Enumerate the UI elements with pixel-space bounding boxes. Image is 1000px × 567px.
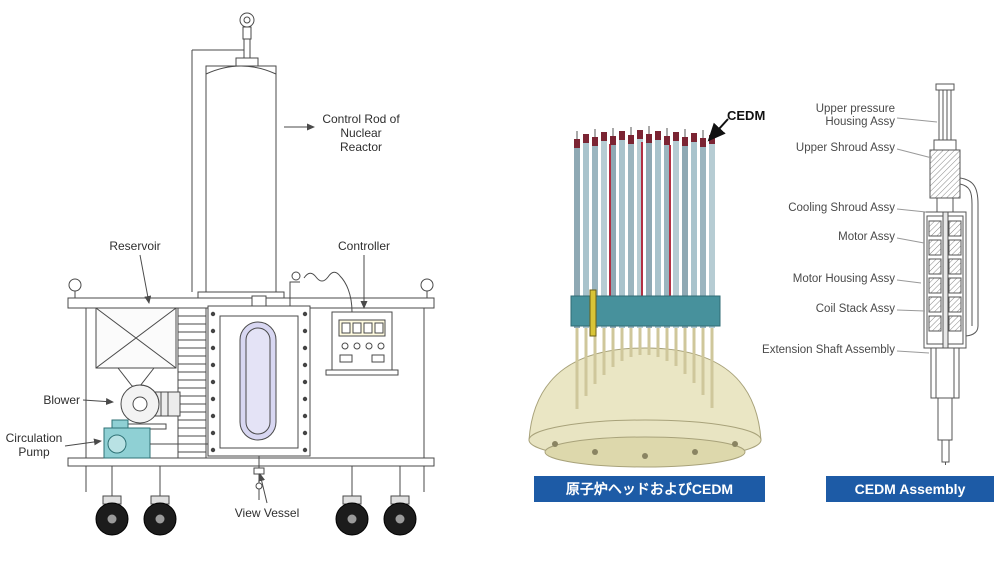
label-coil-stack: Coil Stack Assy xyxy=(815,303,895,315)
bellows-column xyxy=(177,307,207,459)
view-vessel-drawing xyxy=(207,271,353,500)
upper-shroud xyxy=(929,149,961,199)
caption-reactor-head: 原子炉ヘッドおよびCEDM xyxy=(534,476,765,502)
label-control-rod: Control Rod of Nuclear Reactor xyxy=(322,112,400,154)
controller-box xyxy=(325,311,399,376)
yellow-marker-rod xyxy=(589,289,597,337)
label-upper-pressure-housing: Upper pressure Housing Assy xyxy=(815,103,895,128)
caster-wheels xyxy=(95,495,417,536)
red-control-rods xyxy=(609,142,671,300)
label-controller: Controller xyxy=(337,239,391,253)
label-cooling-shroud: Cooling Shroud Assy xyxy=(788,202,895,214)
rod-top-spikes xyxy=(576,126,704,139)
label-reservoir: Reservoir xyxy=(109,239,161,253)
cooling-pipe xyxy=(959,177,979,337)
label-motor-housing: Motor Housing Assy xyxy=(792,273,895,285)
reservoir-box xyxy=(95,307,177,393)
caption-cedm-assembly: CEDM Assembly xyxy=(826,476,994,502)
control-rod-cylinder xyxy=(197,57,285,302)
label-circulation-pump: Circulation Pump xyxy=(5,431,63,459)
label-cedm: CEDM xyxy=(727,108,766,123)
upper-pressure-housing xyxy=(935,83,955,91)
controller-cable xyxy=(303,271,353,313)
circulation-pump-drawing xyxy=(103,419,208,459)
label-extension-shaft: Extension Shaft Assembly xyxy=(762,344,895,356)
lower-housing xyxy=(930,347,960,399)
blower-drawing xyxy=(117,384,181,430)
vessel-bolts xyxy=(210,311,308,453)
riser-pipe xyxy=(191,49,244,292)
reactor-head-3d xyxy=(528,126,762,468)
cart-frame xyxy=(67,278,435,496)
label-blower: Blower xyxy=(43,393,80,407)
coil-stack xyxy=(928,220,962,332)
label-upper-shroud: Upper Shroud Assy xyxy=(795,142,895,154)
reactor-head-dome xyxy=(528,347,762,468)
cedm-assembly-drawing xyxy=(923,83,979,465)
lifting-ring xyxy=(239,12,255,40)
label-motor-assy: Motor Assy xyxy=(838,231,895,243)
head-nozzles xyxy=(575,326,714,409)
test-rig-drawing xyxy=(67,12,435,536)
label-view-vessel: View Vessel xyxy=(234,506,300,520)
